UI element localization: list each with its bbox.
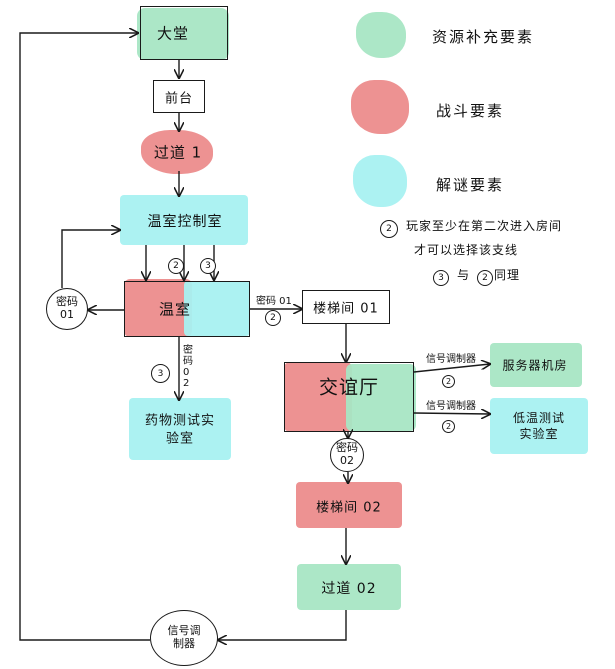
room-reception-label: 前台 xyxy=(164,91,193,106)
room-lounge[interactable]: 交谊厅 xyxy=(284,362,414,432)
room-hall-label: 大堂 xyxy=(157,24,190,43)
room-stairs2-label: 楼梯间 02 xyxy=(316,500,382,515)
node-code01[interactable]: 密码01 xyxy=(46,288,88,330)
room-greenhouse[interactable]: 温室 xyxy=(124,281,250,337)
room-hall[interactable]: 大堂 xyxy=(140,6,228,60)
note-line3: 与 xyxy=(457,268,471,282)
room-corridor1[interactable]: 过道 1 xyxy=(143,132,213,171)
node-code01-label: 密码01 xyxy=(56,295,78,321)
node-code02-label: 密码02 xyxy=(336,441,358,467)
edge-num-3-greenhouse: 3 xyxy=(200,258,216,274)
room-lowtemp-lab-label: 低温测试实验室 xyxy=(512,410,565,441)
node-signal-modulator[interactable]: 信号调制器 xyxy=(150,610,218,666)
room-reception[interactable]: 前台 xyxy=(153,80,205,113)
room-corridor2[interactable]: 过道 02 xyxy=(299,566,399,610)
edge-label-jammer-lowtemp: 信号调制器 xyxy=(426,401,476,412)
greenhouse-puzzle-fill xyxy=(184,281,250,336)
lowtemp-lab-fill xyxy=(490,398,588,454)
legend-combat-label: 战斗要素 xyxy=(436,102,505,120)
node-signal-modulator-label: 信号调制器 xyxy=(167,624,201,650)
legend-combat-swatch xyxy=(351,80,409,134)
lounge-combat-fill xyxy=(284,362,352,432)
room-lowtemp-lab[interactable]: 低温测试实验室 xyxy=(492,399,586,453)
corridor1-fill xyxy=(141,130,213,174)
lounge-resource-fill xyxy=(346,364,416,431)
room-greenhouse-control-label: 温室控制室 xyxy=(147,214,223,230)
room-drug-lab-label: 药物测试实验室 xyxy=(145,413,216,446)
stairs2-fill xyxy=(296,482,402,528)
edge-num-2-stairs: 2 xyxy=(265,310,281,326)
hall-fill xyxy=(137,8,229,60)
note-line2: 才可以选择该支线 xyxy=(414,243,519,257)
note-num-2: 2 xyxy=(380,220,398,238)
note-num-2b: 2 xyxy=(477,270,493,286)
note-num-3: 3 xyxy=(433,270,449,286)
edge-num-2-lowtemp: 2 xyxy=(442,420,455,433)
room-greenhouse-label: 温室 xyxy=(159,300,192,319)
room-drug-lab[interactable]: 药物测试实验室 xyxy=(131,400,229,460)
legend-puzzle-swatch xyxy=(353,155,407,207)
note-line3-end: 同理 xyxy=(494,268,521,282)
room-greenhouse-control[interactable]: 温室控制室 xyxy=(122,197,248,245)
edge-num-3-drug-lab: 3 xyxy=(151,364,170,383)
greenhouse-combat-fill xyxy=(124,279,192,337)
greenhouse-ctrl-fill xyxy=(120,195,248,245)
room-lounge-label: 交谊厅 xyxy=(318,376,379,399)
legend-puzzle-label: 解谜要素 xyxy=(436,176,505,194)
node-code02[interactable]: 密码02 xyxy=(330,438,364,472)
drug-lab-fill xyxy=(129,398,231,460)
edge-num-2-server: 2 xyxy=(442,375,455,388)
note-line1: 玩家至少在第二次进入房间 xyxy=(406,219,563,233)
edge-num-2-greenhouse: 2 xyxy=(168,258,184,274)
room-stairs1[interactable]: 楼梯间 01 xyxy=(302,290,390,324)
server-room-fill xyxy=(490,343,582,387)
edge-label-code02: 密码02 xyxy=(183,345,193,389)
room-corridor2-label: 过道 02 xyxy=(321,581,377,597)
edge-label-code01: 密码 01 xyxy=(256,296,292,307)
legend-resource-label: 资源补充要素 xyxy=(432,28,535,46)
legend-resource-swatch xyxy=(356,12,406,58)
room-server[interactable]: 服务器机房 xyxy=(490,344,580,386)
room-stairs2[interactable]: 楼梯间 02 xyxy=(298,483,400,528)
room-corridor1-label: 过道 1 xyxy=(153,143,203,161)
room-stairs1-label: 楼梯间 01 xyxy=(313,301,379,317)
room-server-label: 服务器机房 xyxy=(502,358,568,373)
edge-label-jammer-server: 信号调制器 xyxy=(426,354,476,365)
corridor2-fill xyxy=(297,564,401,610)
